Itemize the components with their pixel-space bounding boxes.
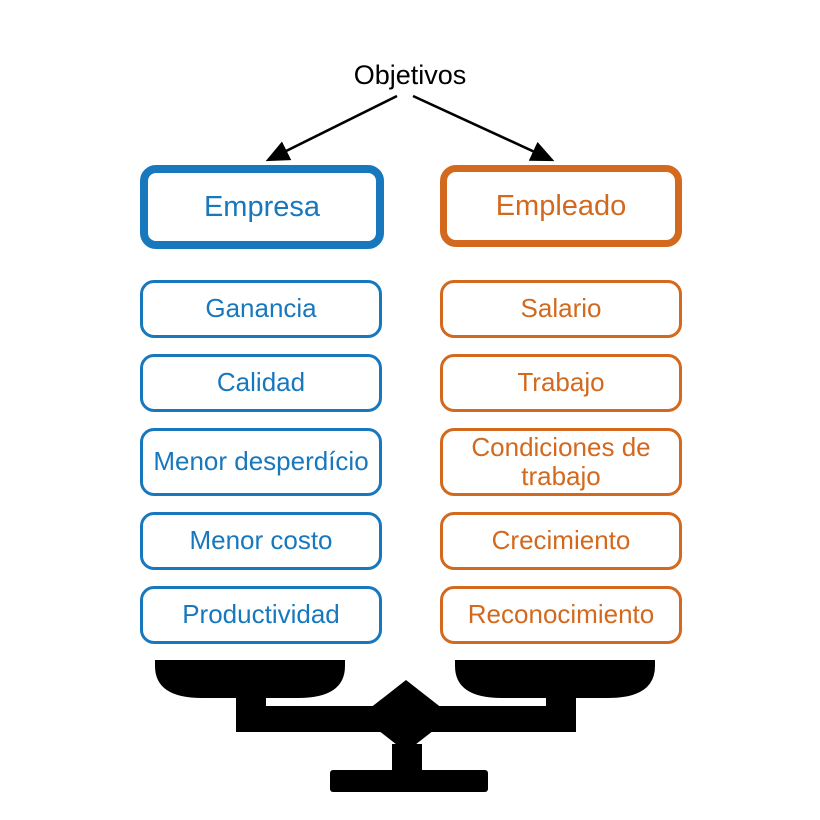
arrow-to-empleado-icon	[412, 94, 555, 162]
empleado-header-label: Empleado	[495, 189, 627, 222]
empresa-header-box: Empresa	[140, 165, 384, 249]
empleado-item-label: Crecimiento	[491, 525, 631, 556]
empleado-item-reconocimiento: Reconocimiento	[440, 586, 682, 644]
empresa-item-calidad: Calidad	[140, 354, 382, 412]
empresa-item-productividad: Productividad	[140, 586, 382, 644]
empresa-item-ganancia: Ganancia	[140, 280, 382, 338]
empleado-item-crecimiento: Crecimiento	[440, 512, 682, 570]
diagram-title: Objetivos	[353, 60, 467, 90]
empleado-item-label: Trabajo	[517, 367, 605, 398]
empresa-item-label: Menor costo	[189, 525, 333, 556]
empresa-item-label: Calidad	[216, 367, 306, 398]
empresa-header-label: Empresa	[203, 190, 321, 223]
empresa-item-label: Productividad	[182, 599, 340, 630]
empleado-item-trabajo: Trabajo	[440, 354, 682, 412]
empresa-item-menor-desperdicio: Menor desperdício	[140, 428, 382, 496]
empleado-item-salario: Salario	[440, 280, 682, 338]
empleado-item-label: Condiciones de trabajo	[471, 431, 651, 491]
empresa-items-column: Ganancia Calidad Menor desperdício Menor…	[140, 280, 382, 644]
empresa-item-menor-costo: Menor costo	[140, 512, 382, 570]
empresa-item-label: Ganancia	[205, 293, 317, 324]
empleado-item-condiciones: Condiciones de trabajo	[440, 428, 682, 496]
empleado-item-label: Salario	[520, 293, 602, 324]
empleado-items-column: Salario Trabajo Condiciones de trabajo C…	[440, 280, 682, 644]
empresa-item-label: Menor desperdício	[153, 446, 369, 477]
empleado-item-label: Reconocimiento	[467, 599, 655, 630]
arrow-to-empresa-icon	[265, 94, 398, 162]
empleado-header-box: Empleado	[440, 165, 682, 247]
